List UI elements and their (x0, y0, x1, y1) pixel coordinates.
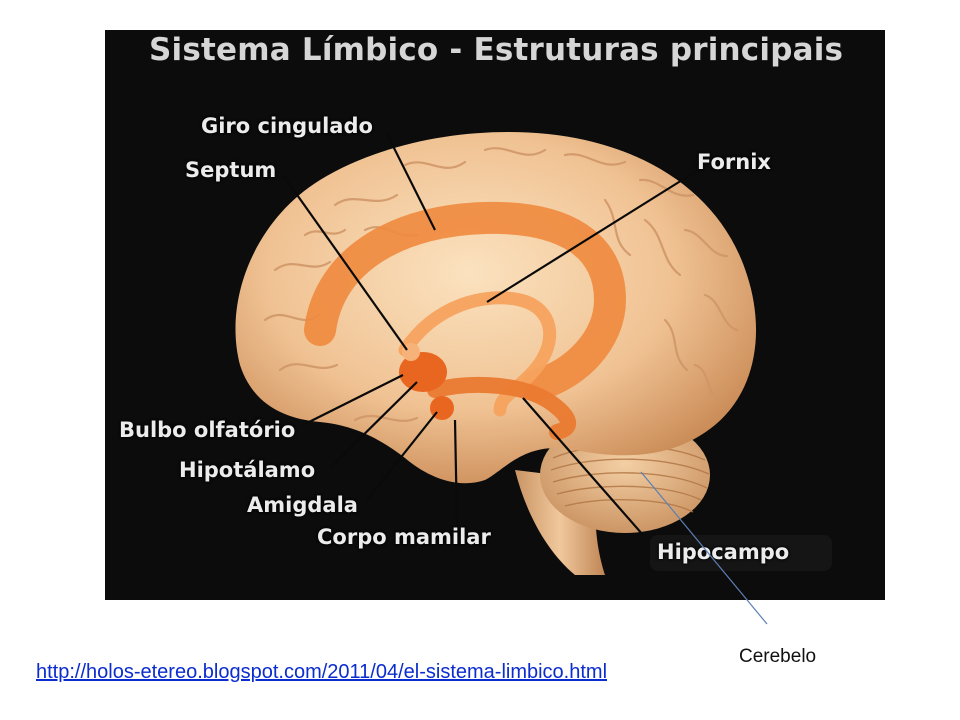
hippocampus (427, 376, 576, 440)
label-hipocampo: Hipocampo (657, 540, 790, 564)
limbic-structures (304, 201, 627, 440)
label-amigdala: Amigdala (247, 493, 358, 517)
label-leader-lines (282, 133, 696, 536)
cerebelo-annotation: Cerebelo (739, 646, 817, 667)
source-link[interactable]: http://holos-etereo.blogspot.com/2011/04… (36, 661, 608, 683)
limbic-system-image: Sistema Límbico - Estruturas principais … (105, 30, 885, 600)
label-fornix: Fornix (697, 150, 771, 174)
label-bulbo-olfatorio: Bulbo olfatório (119, 418, 296, 442)
figure-title: Sistema Límbico - Estruturas principais (149, 32, 844, 68)
label-giro-cingulado: Giro cingulado (201, 114, 373, 138)
label-hipotalamo: Hipotálamo (179, 458, 316, 482)
brain-illustration (235, 132, 757, 575)
label-septum: Septum (185, 158, 277, 182)
label-corpo-mamilar: Corpo mamilar (317, 525, 491, 549)
cerebrum (235, 132, 757, 484)
hypothalamus-region (399, 352, 447, 392)
cingulate-gyrus (304, 201, 627, 401)
